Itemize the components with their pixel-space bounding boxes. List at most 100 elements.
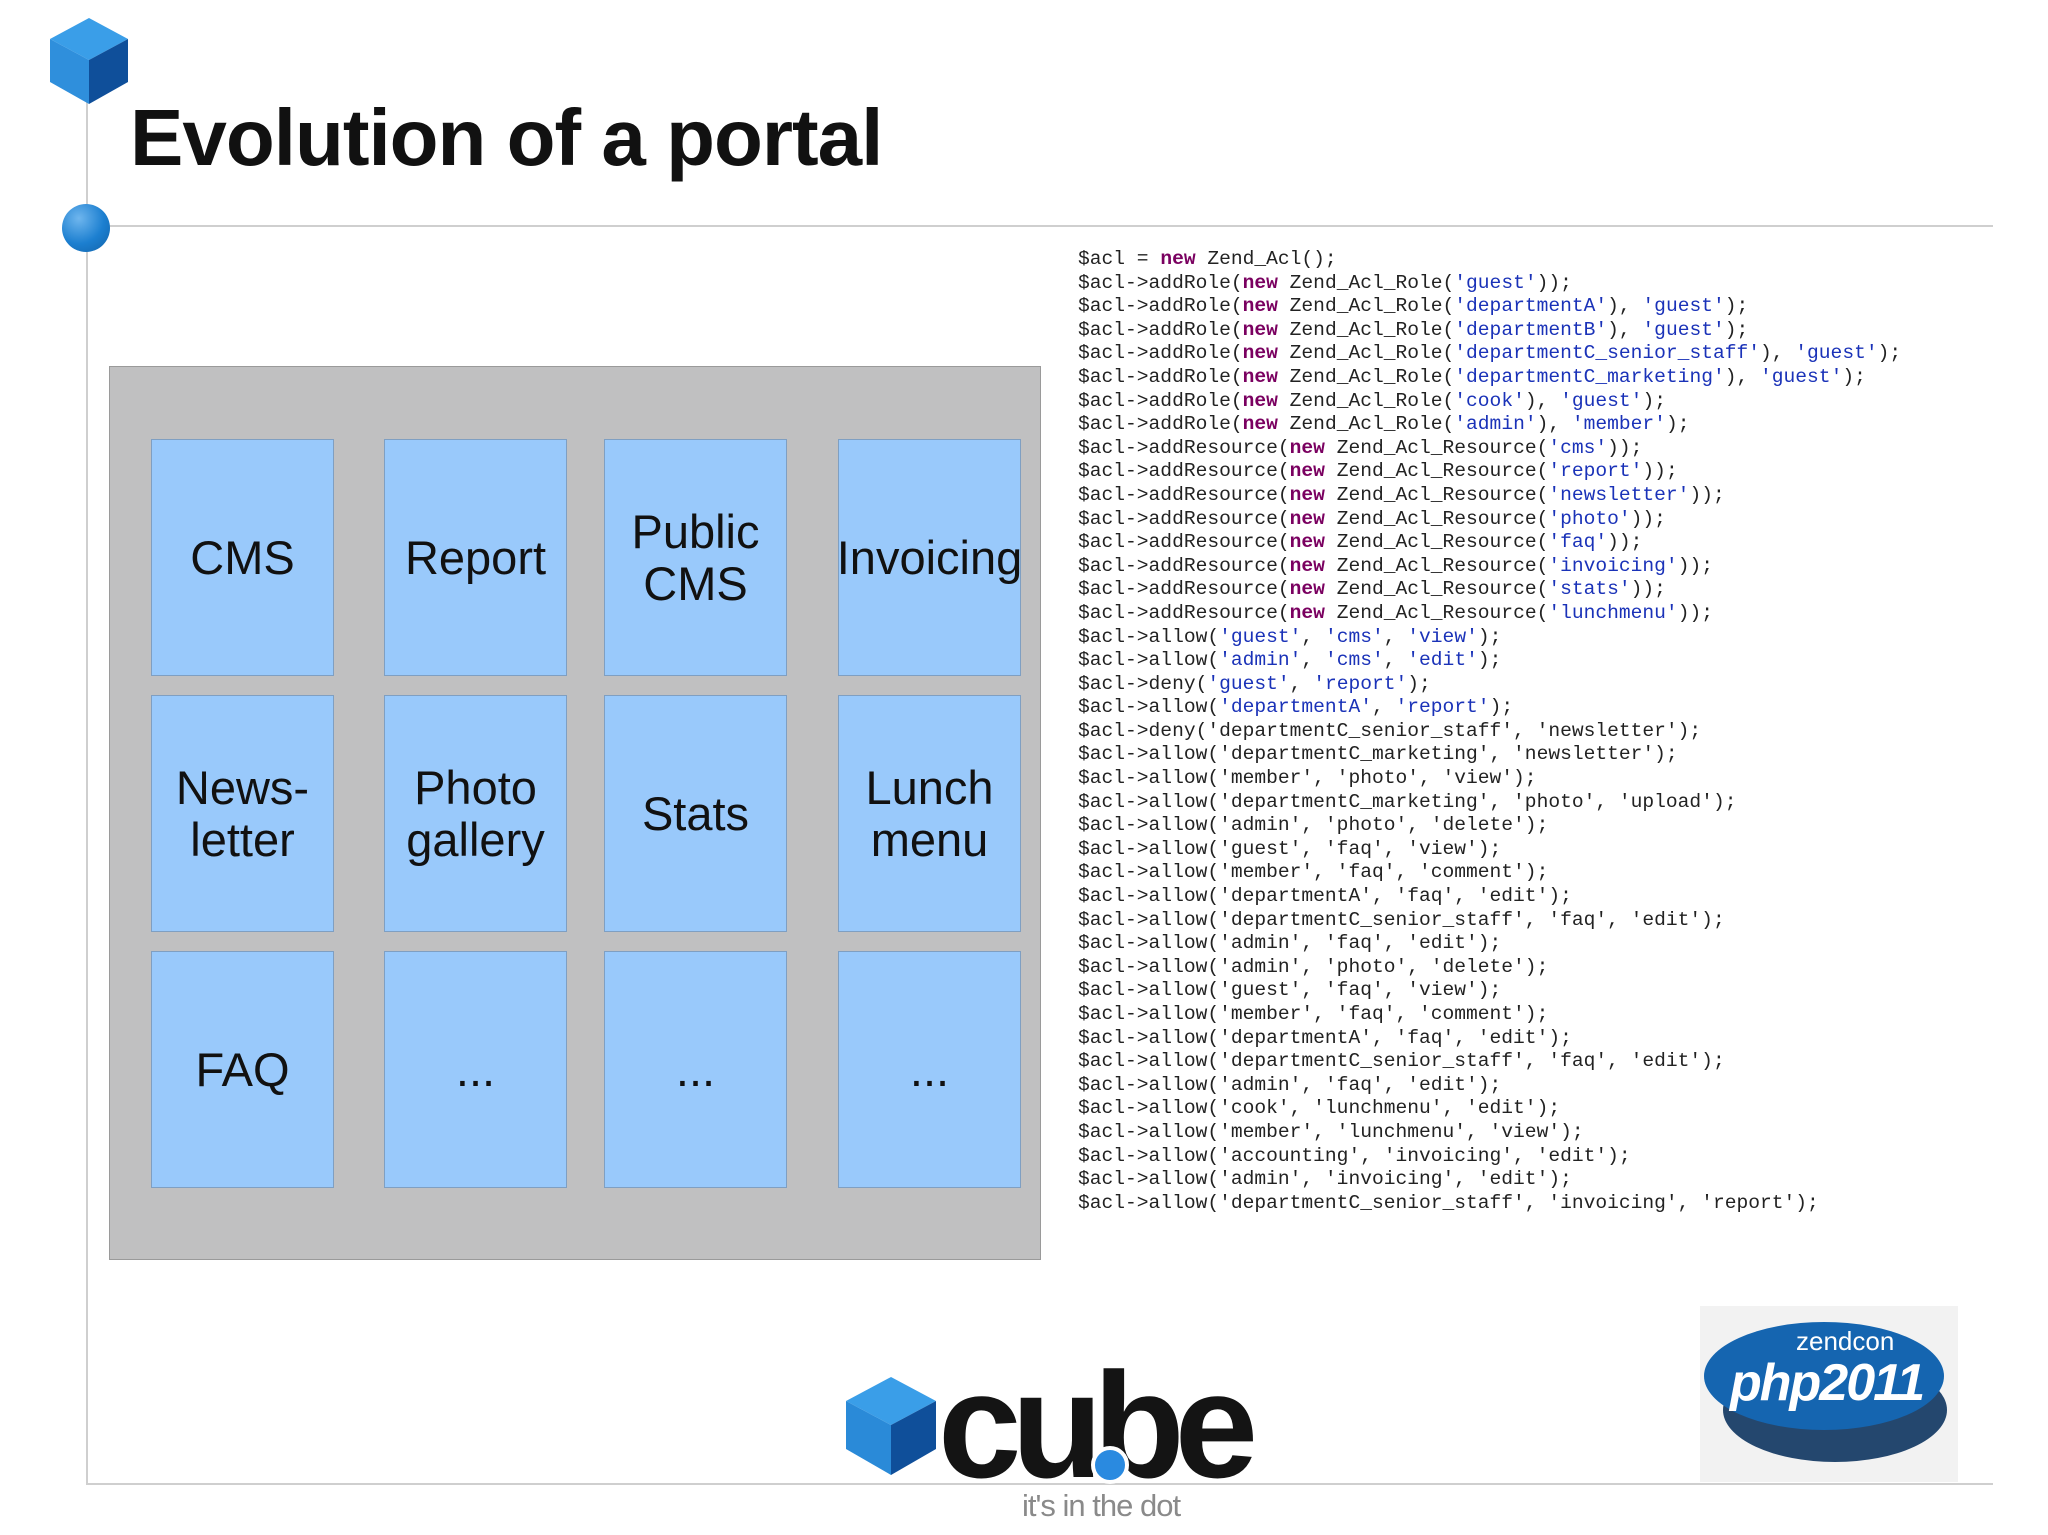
code-line: $acl->addResource(new Zend_Acl_Resource(…: [1078, 508, 1901, 532]
module-box-invoicing: Invoicing: [837, 439, 1022, 676]
code-string: 'report': [1395, 696, 1490, 719]
code-text: ,: [1301, 625, 1325, 648]
code-text: Zend_Acl_Resource(: [1324, 601, 1549, 624]
code-string: 'guest': [1795, 342, 1878, 365]
code-string: 'departmentA': [1219, 696, 1372, 719]
code-text: ,: [1289, 672, 1314, 695]
code-keyword: new: [1242, 389, 1278, 412]
code-line: $acl->addResource(new Zend_Acl_Resource(…: [1078, 437, 1901, 461]
code-line: $acl->allow('guest', 'faq', 'view');: [1078, 979, 1901, 1003]
code-keyword: new: [1289, 436, 1325, 459]
code-text: );: [1407, 672, 1431, 695]
left-vertical-rule: [86, 95, 88, 1485]
code-text: $acl->allow(: [1078, 625, 1220, 648]
module-box-photo-gallery: Photo gallery: [384, 695, 567, 932]
code-keyword: new: [1242, 271, 1278, 294]
code-text: );: [1642, 389, 1666, 412]
code-text: ));: [1689, 483, 1725, 506]
module-box-lunch-menu: Lunch menu: [838, 695, 1021, 932]
code-text: ),: [1524, 389, 1561, 412]
code-keyword: new: [1289, 531, 1325, 554]
code-text: $acl->allow('member', 'faq', 'comment');: [1078, 1003, 1549, 1025]
code-text: $acl->deny(: [1078, 672, 1208, 695]
code-text: $acl->allow('accounting', 'invoicing', '…: [1078, 1144, 1631, 1167]
acl-code-listing: $acl = new Zend_Acl();$acl->addRole(new …: [1078, 248, 1901, 1215]
code-text: $acl->addResource(: [1078, 460, 1290, 483]
code-string: 'member': [1571, 413, 1666, 436]
code-text: );: [1477, 649, 1502, 672]
code-line: $acl->allow('departmentC_senior_staff', …: [1078, 1192, 1901, 1216]
code-text: );: [1477, 625, 1502, 648]
code-text: $acl->allow('admin', 'photo', 'delete');: [1078, 955, 1549, 978]
code-line: $acl = new Zend_Acl();: [1078, 248, 1901, 272]
code-line: $acl->addRole(new Zend_Acl_Role('guest')…: [1078, 272, 1901, 296]
code-line: $acl->allow('departmentA', 'report');: [1078, 696, 1901, 720]
code-text: ,: [1371, 696, 1396, 719]
code-text: Zend_Acl_Resource(: [1324, 507, 1549, 530]
code-text: Zend_Acl_Role(: [1277, 271, 1455, 294]
cube-brand-logo: cube: [846, 1345, 1264, 1509]
code-text: );: [1724, 318, 1749, 341]
code-line: $acl->allow('guest', 'faq', 'view');: [1078, 838, 1901, 862]
code-text: $acl->allow('member', 'lunchmenu', 'view…: [1078, 1120, 1584, 1143]
code-text: );: [1724, 295, 1749, 318]
code-text: $acl->allow('member', 'faq', 'comment');: [1078, 861, 1549, 884]
code-string: 'admin': [1454, 413, 1537, 436]
code-string: 'cms': [1324, 625, 1384, 648]
code-text: $acl->allow('departmentC_senior_staff', …: [1078, 1050, 1725, 1073]
code-text: ,: [1383, 649, 1408, 672]
code-text: ,: [1383, 625, 1408, 648]
code-text: Zend_Acl_Resource(: [1324, 460, 1549, 483]
code-string: 'departmentC_senior_staff': [1454, 342, 1760, 365]
code-text: $acl->deny('departmentC_senior_staff', '…: [1078, 719, 1702, 742]
module-box-more: ...: [838, 951, 1021, 1188]
code-line: $acl->deny('guest', 'report');: [1078, 673, 1901, 697]
code-string: 'guest': [1642, 318, 1725, 341]
code-text: $acl->addRole(: [1078, 365, 1243, 388]
code-text: $acl->allow('departmentA', 'faq', 'edit'…: [1078, 885, 1572, 908]
code-string: 'guest': [1207, 672, 1290, 695]
code-text: ),: [1607, 295, 1643, 318]
code-text: ));: [1677, 554, 1713, 577]
code-line: $acl->allow('departmentC_senior_staff', …: [1078, 909, 1901, 933]
code-line: $acl->addResource(new Zend_Acl_Resource(…: [1078, 602, 1901, 626]
code-text: Zend_Acl_Resource(: [1324, 483, 1549, 506]
module-box-report: Report: [384, 439, 567, 676]
code-text: $acl->addResource(: [1078, 483, 1290, 506]
code-line: $acl->allow('admin', 'cms', 'edit');: [1078, 649, 1901, 673]
code-string: 'departmentA': [1454, 295, 1608, 318]
code-line: $acl->addRole(new Zend_Acl_Role('departm…: [1078, 319, 1901, 343]
blue-dot-icon: [62, 204, 110, 252]
code-text: ));: [1630, 507, 1666, 530]
code-string: 'lunchmenu': [1548, 601, 1678, 624]
code-line: $acl->addResource(new Zend_Acl_Resource(…: [1078, 484, 1901, 508]
code-keyword: new: [1289, 578, 1325, 601]
code-text: Zend_Acl_Resource(: [1324, 531, 1549, 554]
code-keyword: new: [1242, 295, 1278, 318]
code-text: $acl->addResource(: [1078, 531, 1290, 554]
code-line: $acl->addRole(new Zend_Acl_Role('admin')…: [1078, 413, 1901, 437]
code-text: $acl->allow('departmentC_marketing', 'ph…: [1078, 790, 1737, 813]
cube-brand-cube-icon: [846, 1377, 936, 1475]
code-text: $acl->allow('guest', 'faq', 'view');: [1078, 979, 1502, 1002]
code-string: 'view': [1407, 625, 1478, 648]
code-text: $acl->addRole(: [1078, 295, 1243, 318]
code-line: $acl->addResource(new Zend_Acl_Resource(…: [1078, 578, 1901, 602]
code-string: 'cms': [1548, 436, 1608, 459]
code-text: $acl->addRole(: [1078, 342, 1243, 365]
code-text: Zend_Acl_Resource(: [1324, 554, 1549, 577]
code-text: $acl->allow('member', 'photo', 'view');: [1078, 767, 1537, 790]
module-box-more: ...: [604, 951, 787, 1188]
code-line: $acl->deny('departmentC_senior_staff', '…: [1078, 720, 1901, 744]
code-text: $acl->allow('departmentC_marketing', 'ne…: [1078, 743, 1678, 766]
module-box-faq: FAQ: [151, 951, 334, 1188]
code-line: $acl->allow('member', 'lunchmenu', 'view…: [1078, 1121, 1901, 1145]
code-text: Zend_Acl_Role(: [1277, 413, 1455, 436]
code-line: $acl->allow('admin', 'photo', 'delete');: [1078, 956, 1901, 980]
code-text: ),: [1536, 413, 1572, 436]
code-line: $acl->addRole(new Zend_Acl_Role('departm…: [1078, 342, 1901, 366]
code-keyword: new: [1242, 342, 1278, 365]
module-box-cms: CMS: [151, 439, 334, 676]
code-keyword: new: [1289, 483, 1325, 506]
code-text: $acl->addResource(: [1078, 436, 1290, 459]
